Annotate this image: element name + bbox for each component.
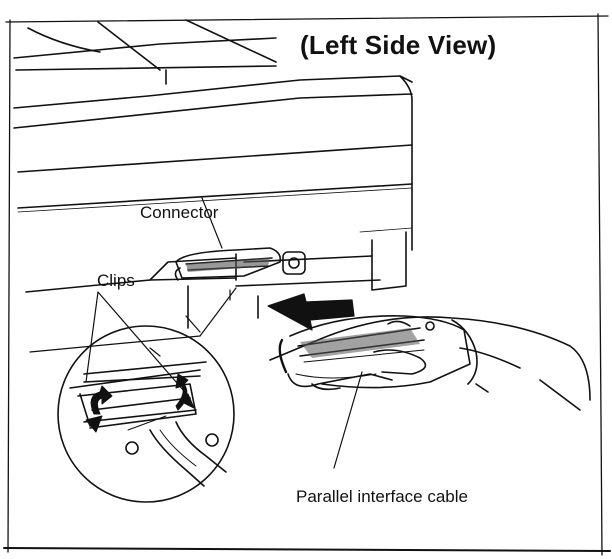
hand-with-cable <box>270 316 590 468</box>
printer-lid <box>14 20 276 84</box>
clip-arrows <box>86 374 194 432</box>
page-border <box>4 14 610 555</box>
zoom-indicator <box>30 288 236 356</box>
connector-label: Connector <box>140 203 218 223</box>
magnified-connector-inset <box>58 326 234 502</box>
parallel-cable-label: Parallel interface cable <box>296 487 468 507</box>
insertion-arrow <box>268 294 354 330</box>
printer-body <box>14 76 412 328</box>
view-title: (Left Side View) <box>300 30 496 61</box>
clips-label: Clips <box>97 271 135 291</box>
